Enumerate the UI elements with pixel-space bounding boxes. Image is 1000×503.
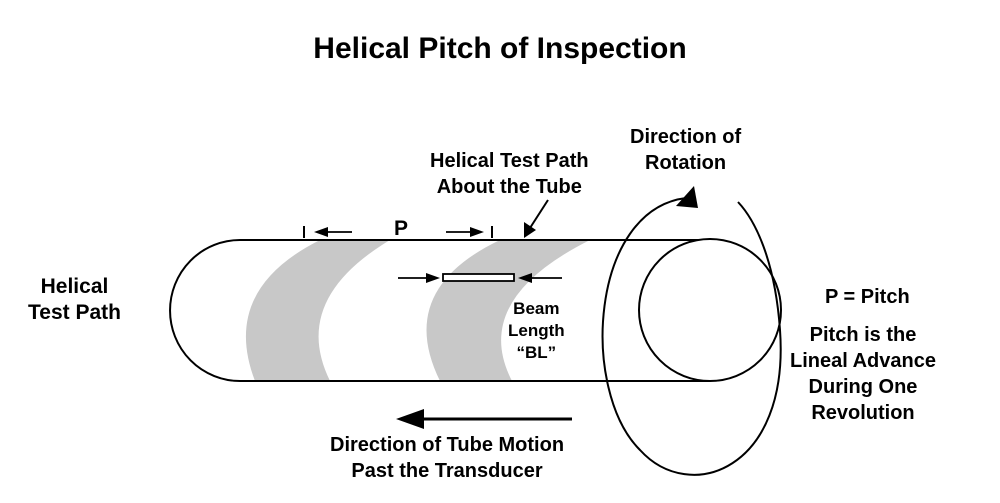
helical-leader-arrowhead: [524, 222, 536, 238]
label-line: About the Tube: [436, 176, 582, 198]
helical-path-about-tube-label: Helical Test Path About the Tube: [430, 148, 589, 200]
label-line: Lineal Advance: [790, 350, 936, 372]
label-line: Direction of: [630, 126, 742, 148]
tube-end-circle: [638, 238, 782, 382]
label-line: “BL”: [516, 343, 557, 363]
label-line: Beam: [513, 299, 560, 318]
beam-arrow-left-head: [426, 273, 440, 283]
helical-test-path-label: Helical Test Path: [28, 274, 121, 327]
pitch-symbol-label: P: [394, 217, 409, 240]
tube-body: [169, 239, 710, 382]
beam-length-label: Beam Length “BL”: [508, 298, 565, 364]
label-line: Revolution: [811, 402, 915, 424]
label-line: During One: [808, 376, 918, 398]
rotation-arc: [601, 197, 782, 476]
pitch-equation-label: P = Pitch: [825, 286, 910, 308]
pitch-arrow-left-head: [314, 227, 328, 237]
label-line: Helical: [40, 275, 109, 298]
label-line: Rotation: [645, 152, 727, 174]
label-line: Helical Test Path: [430, 150, 589, 172]
beam-rectangle: [442, 273, 515, 282]
diagram-title: Helical Pitch of Inspection: [313, 32, 687, 65]
tube-motion-arrowhead: [396, 409, 424, 429]
label-line: Length: [508, 321, 565, 341]
beam-arrow-right-head: [518, 273, 532, 283]
helical-stripe-1: [245, 240, 390, 381]
label-line: Past the Transducer: [351, 460, 543, 482]
tube-motion-label: Direction of Tube Motion Past the Transd…: [330, 432, 564, 484]
pitch-arrow-right-head: [470, 227, 484, 237]
helical-leader-line: [529, 199, 549, 229]
rotation-arrowhead: [676, 186, 698, 208]
direction-of-rotation-label: Direction of Rotation: [630, 124, 741, 176]
pitch-definition-label: Pitch is the Lineal Advance During One R…: [790, 322, 936, 426]
label-line: Pitch is the: [809, 324, 917, 346]
label-line: Direction of Tube Motion: [330, 434, 565, 456]
label-line: Test Path: [28, 301, 121, 325]
